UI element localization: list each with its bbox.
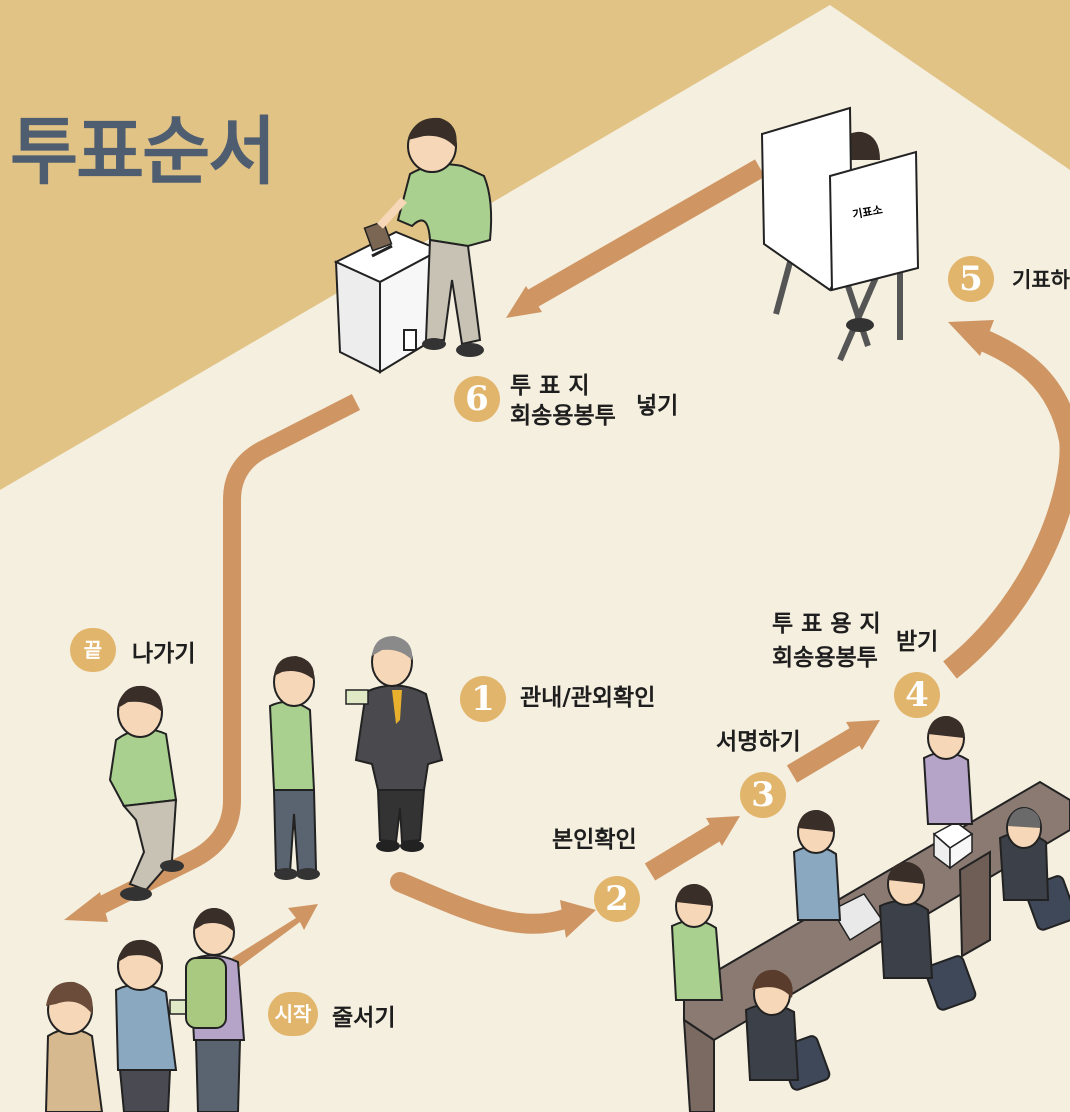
step-4-label-side: 받기: [896, 629, 939, 655]
arrow-4-to-5: [943, 327, 1070, 679]
step-6-badge: 6: [454, 376, 500, 422]
official-at-check: [345, 636, 444, 852]
arrow-1-to-2-head: [560, 900, 596, 938]
step-2-label: 본인확인: [552, 827, 637, 853]
voter-casting-ballot: [363, 117, 493, 357]
step-3-label: 서명하기: [716, 729, 801, 755]
arrow-6-to-end: [91, 393, 361, 917]
step-3-badge: 3: [740, 772, 786, 818]
queue-voters: [44, 908, 246, 1112]
arrow-3-to-4-head: [846, 720, 880, 750]
start-badge: 시작: [268, 992, 318, 1036]
step-2-badge: 2: [594, 876, 640, 922]
top-band: [0, 0, 1070, 490]
end-badge: 끝: [70, 628, 116, 672]
step-1-label: 관내/관외확인: [520, 685, 656, 711]
flow-arrows: [64, 159, 1070, 968]
step-6-label-side: 넣기: [636, 393, 679, 419]
step-5-label: 기표하: [1012, 268, 1070, 292]
step-6-label-bottom: 회송용봉투: [510, 403, 616, 429]
arrow-2-to-3: [644, 823, 722, 881]
end-label: 나가기: [132, 641, 196, 667]
exiting-voter: [108, 685, 184, 901]
arrow-5-to-6-head: [506, 286, 542, 318]
step-4-label-bottom: 회송용봉투: [772, 645, 878, 671]
page-title: 투표순서: [10, 109, 276, 195]
arrow-5-to-6: [525, 159, 765, 309]
booth-sign: 기표소: [851, 202, 883, 221]
step-4-badge: 4: [894, 672, 940, 718]
voting-booth: 기표소: [760, 106, 920, 362]
arrow-6-to-end-head: [64, 892, 108, 922]
arrow-start-to-1: [232, 904, 318, 968]
step-6-label-top: 투 표 지: [510, 373, 590, 399]
voter-at-check: [268, 656, 320, 880]
arrow-2-to-3-head: [706, 816, 740, 846]
arrow-4-to-5-head: [948, 320, 994, 356]
arrow-1-to-2: [390, 872, 578, 934]
step-1-badge: 1: [460, 676, 506, 722]
arrow-3-to-4: [786, 727, 862, 783]
start-label: 줄서기: [332, 1005, 396, 1031]
table-staff-and-voters: [670, 716, 1050, 1081]
step-4-label-top: 투 표 용 지: [772, 611, 881, 637]
step-5-badge: 5: [948, 256, 994, 302]
